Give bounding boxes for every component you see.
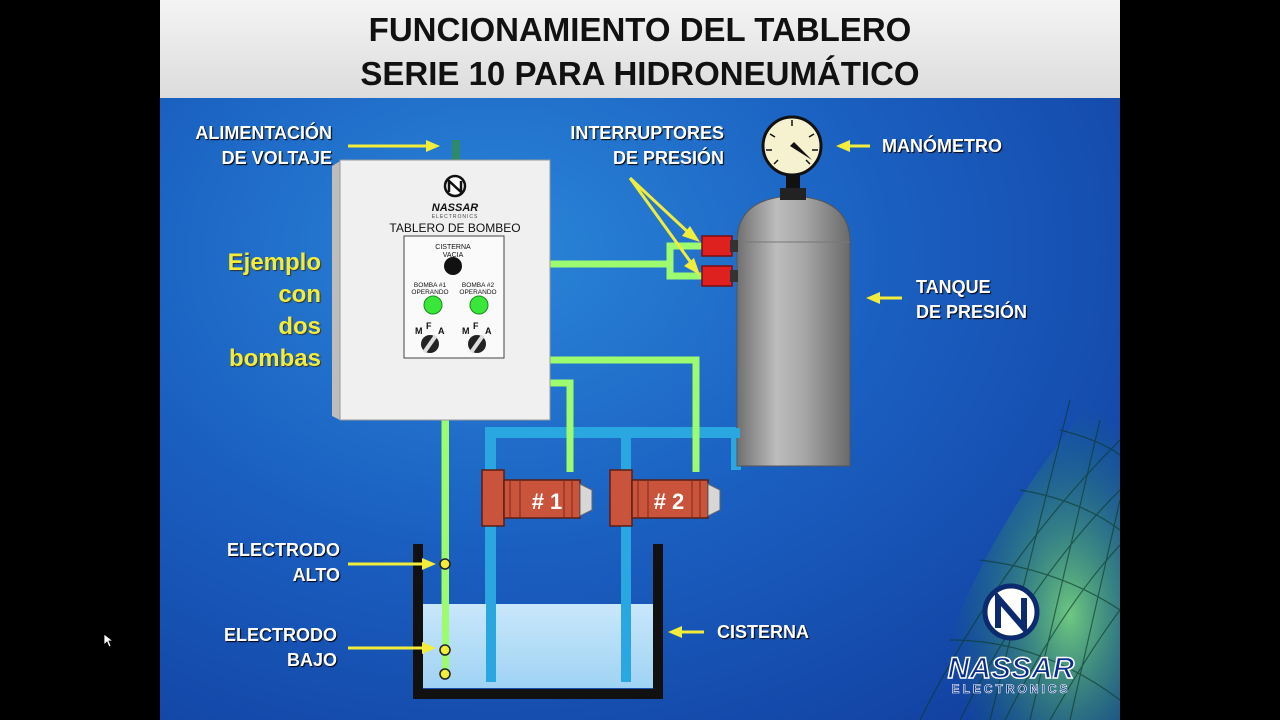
label-electrodo-alto-1: ELECTRODO bbox=[226, 540, 340, 560]
decorative-green-grid bbox=[919, 370, 1120, 720]
led-cisterna-vacia bbox=[444, 257, 462, 275]
label-alimentacion-2: DE VOLTAJE bbox=[221, 148, 332, 168]
led-bomba1-label-1: BOMBA #1 bbox=[414, 282, 447, 289]
voltage-cable bbox=[452, 140, 460, 164]
label-electrodo-bajo: ELECTRODO BAJO bbox=[160, 623, 337, 673]
pump-1 bbox=[481, 469, 593, 527]
label-electrodo-alto-2: ALTO bbox=[292, 565, 340, 585]
nassar-logo-icon bbox=[982, 583, 1040, 641]
panel-brand-sub: ELECTRONICS bbox=[432, 214, 479, 220]
pump-1-label: # 1 bbox=[532, 489, 563, 514]
example-line-4: bombas bbox=[228, 345, 321, 372]
pump-2-label: # 2 bbox=[654, 489, 685, 514]
panel-brand: NASSAR bbox=[432, 202, 479, 214]
panel-logo-icon bbox=[443, 174, 467, 198]
led-cisterna-label-1: CISTERNA bbox=[435, 244, 471, 251]
label-tanque-2: DE PRESIÓN bbox=[916, 302, 1028, 322]
led-bomba1 bbox=[423, 295, 443, 315]
switch1-f: F bbox=[426, 321, 432, 331]
label-alimentacion: ALIMENTACIÓN DE VOLTAJE bbox=[160, 121, 332, 171]
label-cisterna: CISTERNA bbox=[717, 622, 810, 642]
title-line-2: SERIE 10 PARA HIDRONEUMÁTICO bbox=[360, 55, 920, 92]
control-panel bbox=[332, 159, 551, 421]
switch1-m: M bbox=[415, 326, 423, 336]
title-banner: FUNCIONAMIENTO DEL TABLERO SERIE 10 PARA… bbox=[160, 0, 1120, 98]
label-manometro: MANÓMETRO bbox=[882, 136, 1002, 156]
pressure-switches bbox=[701, 235, 738, 287]
switch2-m: M bbox=[462, 326, 470, 336]
logo-sub: ELECTRONICS bbox=[951, 682, 1070, 696]
label-interruptores: INTERRUPTORES DE PRESIÓN bbox=[500, 121, 724, 171]
label-tanque-1: TANQUE bbox=[916, 277, 991, 297]
pressure-tank bbox=[736, 168, 851, 467]
label-electrodo-bajo-1: ELECTRODO bbox=[223, 625, 337, 645]
label-electrodo-alto: ELECTRODO ALTO bbox=[160, 538, 340, 588]
selector-switch-1 bbox=[421, 334, 439, 354]
example-caption: Ejemplo con dos bombas bbox=[160, 247, 321, 375]
label-interruptores-2: DE PRESIÓN bbox=[612, 148, 724, 168]
label-interruptores-1: INTERRUPTORES bbox=[570, 123, 724, 143]
led-bomba1-label-2: OPERANDO bbox=[411, 289, 448, 296]
panel-title: TABLERO DE BOMBEO bbox=[389, 221, 520, 235]
label-tanque: TANQUE DE PRESIÓN bbox=[916, 275, 1027, 325]
pump-2 bbox=[609, 469, 721, 527]
selector-switch-2 bbox=[468, 334, 486, 354]
mouse-cursor-icon bbox=[104, 634, 114, 648]
logo-name: NASSAR bbox=[948, 652, 1075, 685]
example-line-3: dos bbox=[278, 313, 321, 340]
electrodes bbox=[439, 558, 451, 680]
example-line-2: con bbox=[278, 281, 321, 308]
led-bomba2-label-1: BOMBA #2 bbox=[462, 282, 495, 289]
example-line-1: Ejemplo bbox=[227, 249, 321, 276]
manometer bbox=[761, 115, 823, 177]
switch1-a: A bbox=[438, 326, 445, 336]
switch2-f: F bbox=[473, 321, 479, 331]
label-arrows bbox=[348, 140, 902, 654]
slide: FUNCIONAMIENTO DEL TABLERO SERIE 10 PARA… bbox=[160, 0, 1120, 720]
led-bomba2-label-2: OPERANDO bbox=[459, 289, 496, 296]
cistern bbox=[413, 544, 663, 699]
led-cisterna-label-2: VACIA bbox=[443, 252, 464, 259]
switch2-a: A bbox=[485, 326, 492, 336]
label-electrodo-bajo-2: BAJO bbox=[286, 650, 337, 670]
label-alimentacion-1: ALIMENTACIÓN bbox=[195, 123, 332, 143]
title-line-1: FUNCIONAMIENTO DEL TABLERO bbox=[368, 11, 912, 48]
diagram: # 1 # 2 NASSAR ELECTRONICS TABLERO DE BO… bbox=[332, 115, 1075, 699]
led-bomba2 bbox=[469, 295, 489, 315]
